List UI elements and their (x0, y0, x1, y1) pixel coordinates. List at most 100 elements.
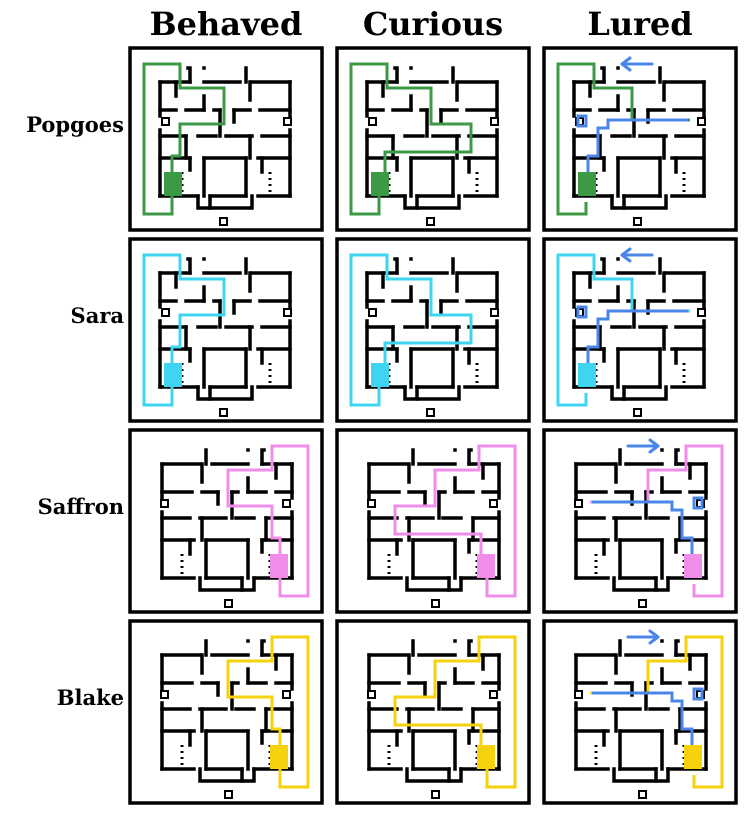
wall-4 (260, 448, 266, 466)
map-svg (335, 46, 531, 232)
wall-0 (335, 46, 531, 232)
camera-square-1 (697, 308, 706, 317)
map-group (542, 428, 738, 614)
panel-blake-curious (335, 619, 531, 805)
wall-4 (674, 639, 680, 657)
camera-square-2 (224, 599, 233, 608)
camera-square-2 (426, 408, 435, 417)
column-header-curious: Curious (362, 5, 504, 43)
route-line (556, 253, 690, 407)
camera-square-0 (368, 117, 377, 126)
panel-blake-behaved (128, 619, 324, 805)
wall-0 (335, 237, 531, 423)
wall-4 (186, 66, 192, 84)
character-marker-popgoes (164, 172, 182, 196)
wall-0 (128, 237, 324, 423)
map-group (335, 619, 531, 805)
map-svg (128, 619, 324, 805)
arrow-left-icon (620, 56, 654, 72)
row-label-popgoes: Popgoes (26, 112, 124, 137)
camera-square-1 (367, 499, 376, 508)
camera-square-1 (574, 690, 583, 699)
column-header-behaved: Behaved (149, 5, 303, 43)
row-label-sara: Sara (70, 303, 124, 328)
lure-target-marker (576, 305, 588, 319)
panel-saffron-behaved (128, 428, 324, 614)
wall-0 (542, 619, 738, 805)
camera-square-2 (633, 217, 642, 226)
wall-0 (128, 428, 324, 614)
camera-square-1 (367, 690, 376, 699)
character-marker-saffron (270, 554, 288, 578)
camera-square-2 (224, 790, 233, 799)
camera-square-1 (490, 117, 499, 126)
camera-square-0 (368, 308, 377, 317)
route-line (142, 253, 226, 407)
lure-route-line (586, 309, 688, 369)
panel-saffron-curious (335, 428, 531, 614)
character-marker-saffron (477, 554, 495, 578)
camera-square-2 (431, 790, 440, 799)
panel-popgoes-behaved (128, 46, 324, 232)
wall-22 (196, 194, 254, 210)
camera-square-0 (489, 690, 498, 699)
wall-4 (674, 448, 680, 466)
wall-4 (186, 257, 192, 275)
map-group (542, 237, 738, 423)
panel-saffron-lured (542, 428, 738, 614)
map-svg (335, 237, 531, 423)
camera-square-1 (160, 690, 169, 699)
camera-square-1 (490, 308, 499, 317)
character-marker-popgoes (578, 172, 596, 196)
camera-square-2 (219, 408, 228, 417)
route-line (226, 635, 310, 789)
map-svg (128, 428, 324, 614)
camera-square-0 (282, 499, 291, 508)
map-svg (335, 619, 531, 805)
camera-square-0 (282, 690, 291, 699)
map-svg (542, 237, 738, 423)
route-line (142, 62, 226, 216)
camera-square-0 (489, 499, 498, 508)
route-line (556, 62, 690, 216)
lure-target-marker (692, 687, 704, 701)
map-group (128, 619, 324, 805)
lure-route-line (592, 500, 694, 560)
arrow-right-icon (626, 438, 660, 454)
wall-4 (260, 639, 266, 657)
panel-sara-curious (335, 237, 531, 423)
row-label-saffron: Saffron (37, 494, 124, 519)
panel-popgoes-lured (542, 46, 738, 232)
wall-0 (335, 619, 531, 805)
wall-0 (542, 46, 738, 232)
map-group (335, 428, 531, 614)
wall-22 (612, 767, 670, 783)
map-svg (335, 428, 531, 614)
map-svg (128, 237, 324, 423)
wall-22 (405, 576, 463, 592)
character-marker-sara (164, 363, 182, 387)
character-marker-blake (684, 745, 702, 769)
arrow-right-icon (626, 629, 660, 645)
camera-square-0 (161, 117, 170, 126)
wall-22 (196, 385, 254, 401)
wall-0 (542, 428, 738, 614)
wall-4 (467, 639, 473, 657)
wall-0 (542, 237, 738, 423)
character-marker-blake (477, 745, 495, 769)
map-group (335, 46, 531, 232)
lure-route-line (592, 691, 694, 751)
wall-4 (600, 66, 606, 84)
panel-blake-lured (542, 619, 738, 805)
wall-22 (403, 194, 461, 210)
map-group (128, 428, 324, 614)
panel-popgoes-curious (335, 46, 531, 232)
route-line (226, 444, 310, 598)
panel-sara-behaved (128, 237, 324, 423)
camera-square-1 (574, 499, 583, 508)
character-marker-saffron (684, 554, 702, 578)
panel-sara-lured (542, 237, 738, 423)
character-marker-sara (578, 363, 596, 387)
map-group (542, 46, 738, 232)
row-label-blake: Blake (56, 685, 124, 710)
